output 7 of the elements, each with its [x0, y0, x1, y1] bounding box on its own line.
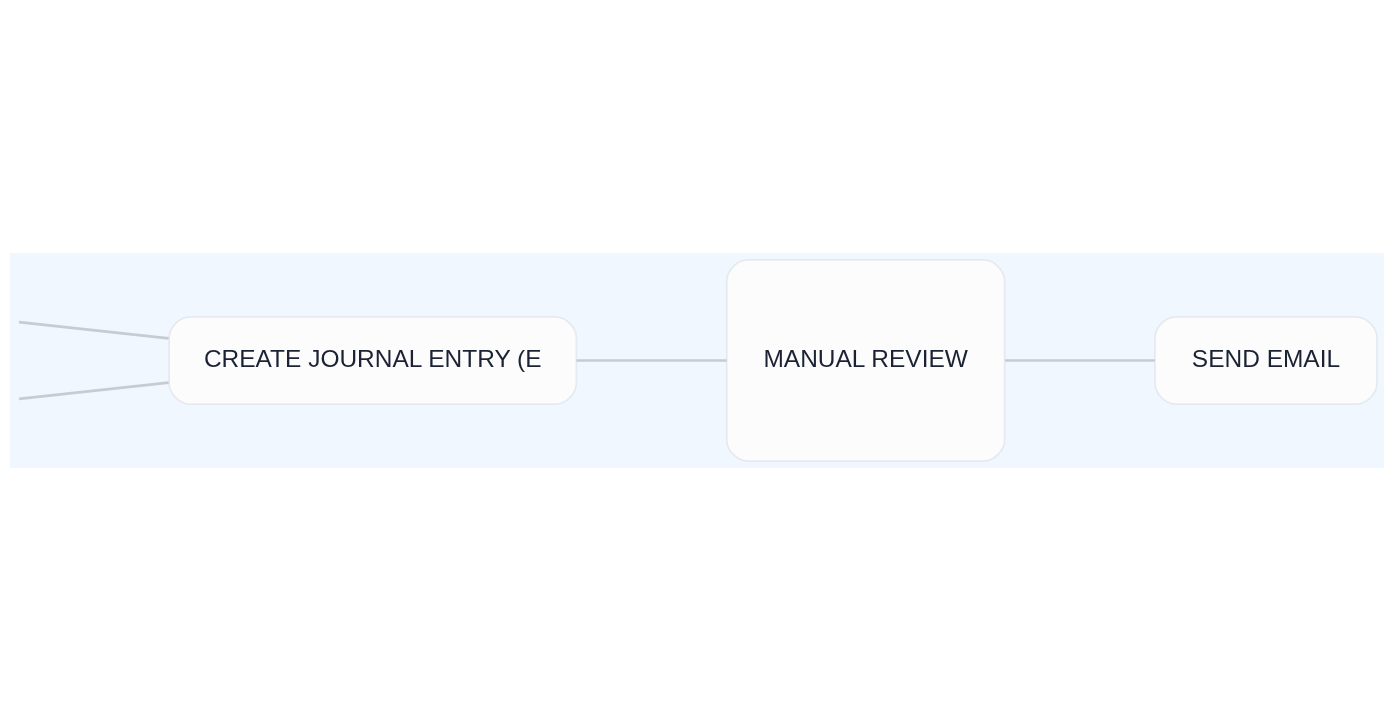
connector	[18, 380, 169, 400]
node-box: CREATE JOURNAL ENTRY (E	[168, 315, 578, 405]
node-box: SEND EMAIL	[1154, 315, 1378, 405]
connector	[1005, 358, 1155, 362]
connector	[576, 358, 727, 362]
node-box: MANUAL REVIEW	[725, 258, 1006, 462]
connector	[18, 320, 169, 340]
